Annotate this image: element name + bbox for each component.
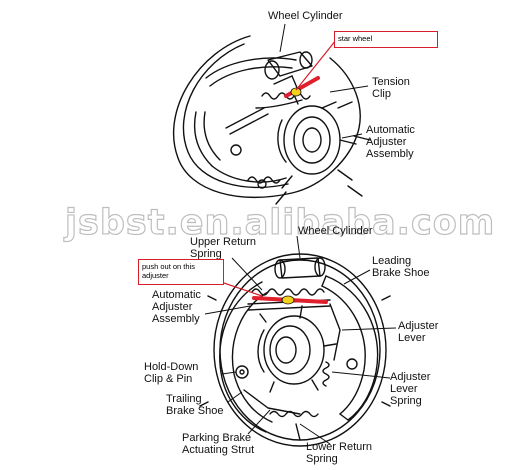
label-tension-clip: Tension Clip xyxy=(372,76,410,100)
bottom-leading-shoe xyxy=(325,275,379,421)
label-lower-return-spring: Lower Return Spring xyxy=(306,441,373,465)
bottom-hold-down-clip xyxy=(235,365,249,379)
bottom-parking-brake-strut xyxy=(243,389,301,415)
bottom-adjuster-lever-spring xyxy=(322,361,330,387)
callout-star-wheel: star wheel xyxy=(334,31,438,48)
label-wheel-cylinder-bottom: Wheel Cylinder xyxy=(298,225,373,237)
bottom-lower-return-spring xyxy=(269,410,319,418)
callout-push-out-adjuster: push out on this adjuster xyxy=(138,259,224,285)
bottom-adjuster-highlight xyxy=(252,295,328,305)
label-automatic-adjuster-assembly-bottom: Automatic Adjuster Assembly xyxy=(152,289,201,325)
label-automatic-adjuster-assembly-top: Automatic Adjuster Assembly xyxy=(366,124,415,160)
bottom-backing-plate xyxy=(213,253,387,447)
top-brake-shoe-upper xyxy=(205,57,297,79)
bottom-hub xyxy=(263,315,325,385)
top-hub xyxy=(283,105,341,175)
watermark-text: jsbst.en.alibaba.com xyxy=(64,202,496,243)
top-backing-plate xyxy=(172,35,361,199)
bottom-adjuster-lever xyxy=(329,303,341,361)
bottom-brake-assembly xyxy=(199,253,391,447)
label-adjuster-lever: Adjuster Lever xyxy=(398,320,439,344)
top-leader-lines xyxy=(279,23,369,139)
top-brake-assembly xyxy=(172,35,371,205)
bottom-trailing-shoe xyxy=(219,281,267,433)
label-wheel-cylinder-top: Wheel Cylinder xyxy=(268,10,343,22)
top-star-wheel-highlight xyxy=(284,76,320,98)
bottom-upper-return-spring xyxy=(251,288,325,296)
label-hold-down-clip-pin: Hold-Down Clip & Pin xyxy=(144,361,199,385)
label-trailing-brake-shoe: Trailing Brake Shoe xyxy=(166,393,224,417)
label-leading-brake-shoe: Leading Brake Shoe xyxy=(372,255,430,279)
top-wheel-cylinder xyxy=(267,51,313,77)
label-adjuster-lever-spring: Adjuster Lever Spring xyxy=(390,371,431,407)
label-upper-return-spring: Upper Return Spring xyxy=(190,236,257,260)
label-parking-brake-actuating-strut: Parking Brake Actuating Strut xyxy=(182,432,255,456)
